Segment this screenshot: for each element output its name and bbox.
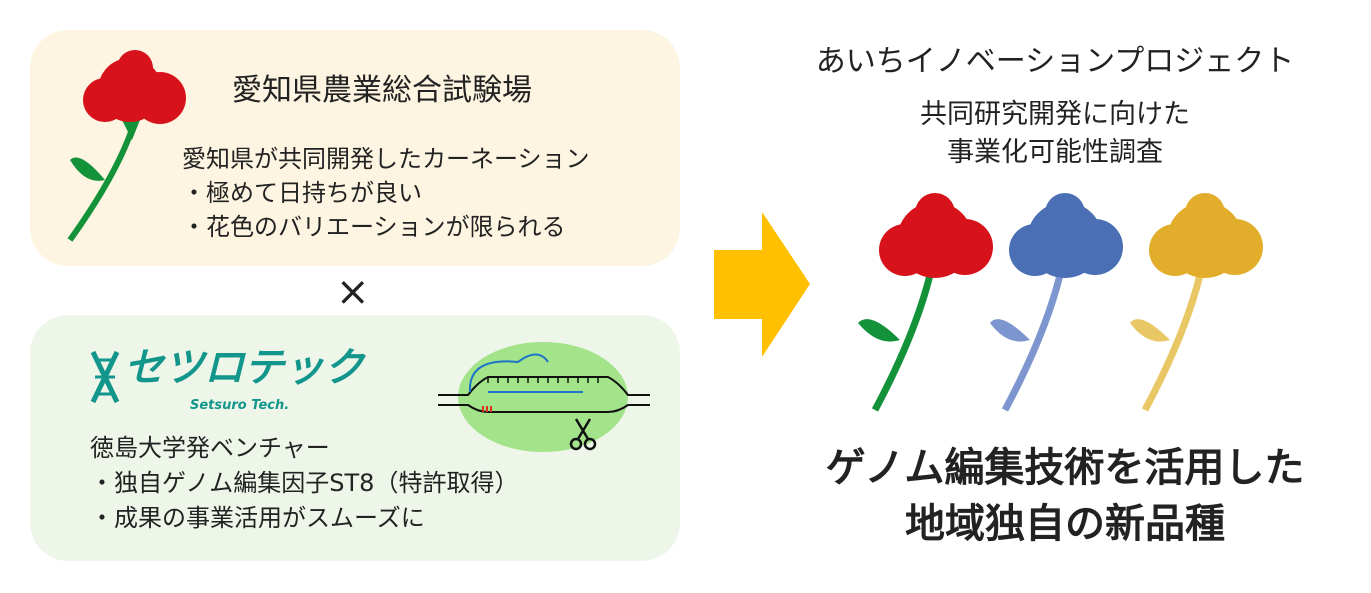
setsuro-desc-line-1: 徳島大学発ベンチャー — [90, 434, 330, 462]
red-carnation-icon — [67, 50, 186, 242]
project-title: あいちイノベーションプロジェクト — [815, 44, 1295, 79]
aichi-desc-line-2: ・極めて日持ちが良い — [182, 179, 422, 207]
aichi-desc-line-3: ・花色のバリエーションが限られる — [182, 213, 566, 241]
logo-text: セツロテック — [124, 345, 364, 391]
setsuro-desc-line-2: ・独自ゲノム編集因子ST8（特許取得） — [90, 469, 519, 497]
blue-carnation-icon — [990, 193, 1123, 412]
aichi-desc-line-1: 愛知県が共同開発したカーネーション — [182, 145, 590, 173]
cross-symbol: × — [336, 269, 370, 315]
logo-subtext: Setsuro Tech. — [190, 398, 290, 413]
subtitle-line-1: 共同研究開発に向けた — [920, 99, 1190, 130]
yellow-carnation-icon — [1130, 193, 1263, 412]
setsuro-desc-line-3: ・成果の事業活用がスムーズに — [90, 504, 425, 532]
right-arrow-icon — [714, 212, 810, 357]
subtitle-line-2: 事業化可能性調査 — [947, 137, 1163, 168]
aichi-title: 愛知県農業総合試験場 — [232, 73, 532, 108]
scissors-icon — [569, 418, 597, 451]
result-line-2: 地域独自の新品種 — [905, 501, 1225, 547]
result-text: ゲノム編集技術を活用した 地域独自の新品種 — [760, 440, 1370, 552]
red-carnation-icon — [858, 193, 993, 412]
project-subtitle: 共同研究開発に向けた 事業化可能性調査 — [740, 96, 1370, 172]
result-line-1: ゲノム編集技術を活用した — [825, 445, 1305, 491]
dna-logo-icon — [90, 350, 120, 404]
genome-editing-illustration — [438, 342, 650, 452]
